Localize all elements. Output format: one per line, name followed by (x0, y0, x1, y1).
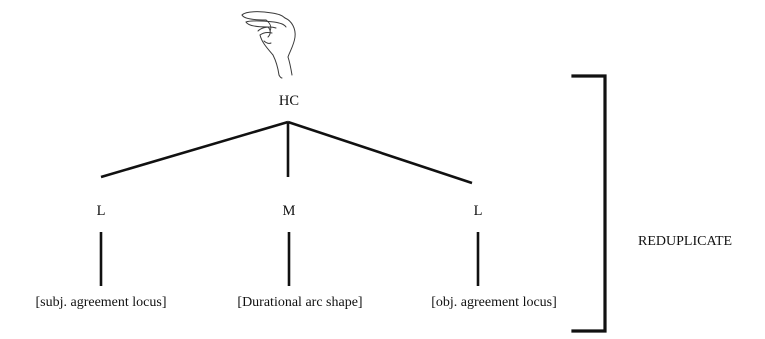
branch-right (287, 120, 473, 185)
feature-label-subject-locus: [subj. agreement locus] (35, 295, 166, 310)
root-node-label: HC (279, 93, 299, 109)
handshape-icon (241, 11, 296, 79)
child-node-label: L (97, 203, 106, 219)
child-node-label: L (474, 203, 483, 219)
reduplicate-label: REDUPLICATE (638, 234, 732, 249)
child-node-label: M (283, 203, 296, 219)
branch-left (100, 120, 289, 179)
feature-label-arc-shape: [Durational arc shape] (237, 295, 362, 310)
feature-label-object-locus: [obj. agreement locus] (431, 295, 557, 310)
reduplication-bracket (571, 74, 607, 333)
